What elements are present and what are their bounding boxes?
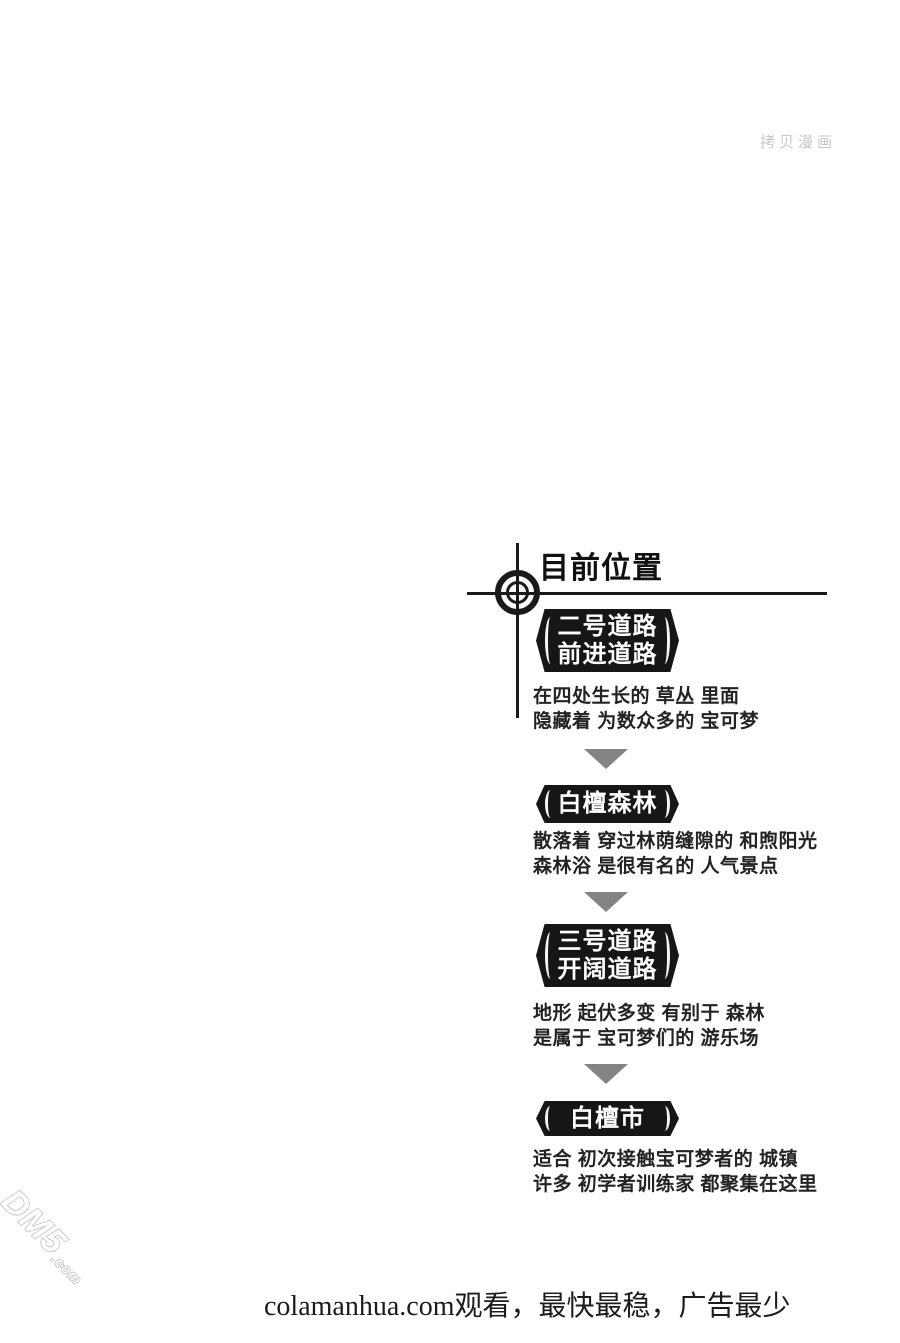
description-line: 是属于 宝可梦们的 游乐场 (533, 1028, 760, 1049)
description-line: 许多 初学者训练家 都聚集在这里 (533, 1174, 818, 1195)
down-arrow-icon (584, 1064, 628, 1084)
badge-label: 开阔道路 (557, 955, 658, 983)
description-line: 森林浴 是很有名的 人气景点 (533, 856, 779, 877)
down-arrow-icon (584, 749, 628, 769)
location-description-sandalwood-forest: 散落着 穿过林荫缝隙的 和煦阳光 森林浴 是很有名的 人气景点 (533, 829, 818, 879)
description-line: 在四处生长的 草丛 里面 (533, 686, 740, 707)
site-caption: colamanhua.com观看，最快最稳，广告最少 (264, 1291, 791, 1322)
crosshair-inner-ring (506, 581, 529, 604)
location-badge-sandalwood-forest: 白檀森林 (536, 785, 679, 823)
crosshair-vertical-line (516, 543, 519, 718)
location-badge-route-2: 二号道路 前进道路 (536, 609, 679, 672)
description-line: 适合 初次接触宝可梦者的 城镇 (533, 1149, 799, 1170)
location-description-route-2: 在四处生长的 草丛 里面 隐藏着 为数众多的 宝可梦 (533, 684, 759, 734)
description-line: 散落着 穿过林荫缝隙的 和煦阳光 (533, 831, 818, 852)
badge-label: 三号道路 (557, 927, 658, 955)
location-badge-sandalwood-city: 白檀市 (536, 1101, 679, 1136)
location-description-sandalwood-city: 适合 初次接触宝可梦者的 城镇 许多 初学者训练家 都聚集在这里 (533, 1147, 818, 1197)
badge-label: 白檀市 (570, 1104, 645, 1132)
location-badge-route-3: 三号道路 开阔道路 (536, 924, 679, 987)
dm5-logo-text: DM5.com (0, 1182, 100, 1288)
location-description-route-3: 地形 起伏多变 有别于 森林 是属于 宝可梦们的 游乐场 (533, 1001, 765, 1051)
badge-label: 前进道路 (557, 640, 658, 668)
dm5-logo-watermark: DM5.com (0, 1181, 100, 1288)
crosshair-outer-ring (495, 570, 540, 615)
description-line: 地形 起伏多变 有别于 森林 (533, 1003, 765, 1024)
down-arrow-icon (584, 892, 628, 912)
description-line: 隐藏着 为数众多的 宝可梦 (533, 711, 760, 732)
page-title: 目前位置 (539, 552, 663, 585)
crosshair-horizontal-line (467, 592, 827, 595)
badge-label: 白檀森林 (557, 790, 658, 817)
scan-watermark: 拷贝漫画 (760, 135, 837, 151)
badge-label: 二号道路 (557, 612, 658, 640)
